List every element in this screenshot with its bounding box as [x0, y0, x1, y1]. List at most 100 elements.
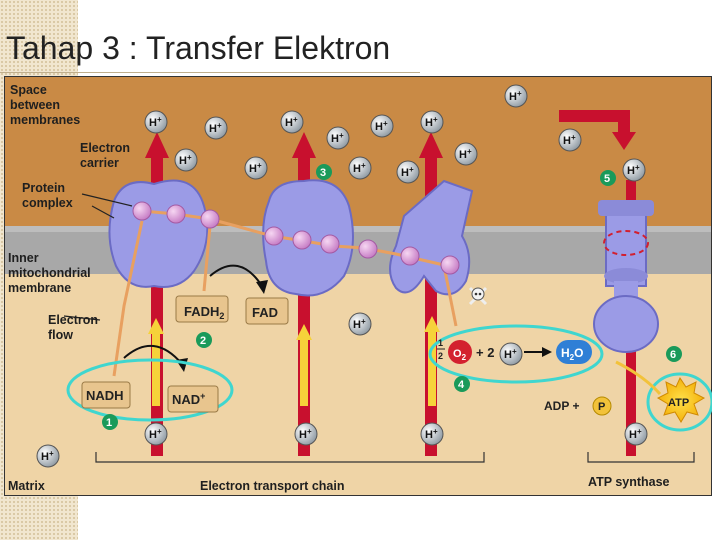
- atp-highlight-oval: [646, 372, 712, 432]
- h-ion: H+: [396, 160, 420, 184]
- svg-text:5: 5: [604, 173, 610, 185]
- label-atp-synthase: ATP synthase: [588, 475, 670, 489]
- step-badge-3: 3: [316, 164, 332, 180]
- adp-phosphate: ADP + P: [544, 396, 612, 416]
- svg-text:H+: H+: [285, 115, 298, 129]
- nadh-highlight-oval: [66, 358, 234, 422]
- svg-text:H+: H+: [209, 121, 222, 135]
- svg-text:H+: H+: [179, 153, 192, 167]
- h-ion: H+: [36, 444, 60, 468]
- electron-flow-line-o2: [442, 265, 458, 327]
- hydrogen-ions: H+ H+ H+ H+ H+ H+ H+ H+ H+ H+ H+ H+ H+ H…: [36, 84, 648, 468]
- svg-text:FAD: FAD: [252, 305, 278, 320]
- atp-synthase-bracket: [587, 452, 695, 463]
- svg-text:H+: H+: [249, 161, 262, 175]
- h-ion: H+: [558, 128, 582, 152]
- h-ion: H+: [624, 422, 648, 446]
- svg-text:H+: H+: [41, 449, 54, 463]
- svg-text:P: P: [598, 401, 605, 413]
- h-ion: H+: [144, 422, 168, 446]
- h-ion: H+: [420, 110, 444, 134]
- electron-flow-line-nadh: [112, 220, 144, 377]
- h-ion: H+: [174, 148, 198, 172]
- svg-text:H+: H+: [425, 427, 438, 441]
- atp-synthase: [593, 200, 659, 353]
- svg-text:6: 6: [670, 349, 676, 361]
- svg-text:1: 1: [106, 417, 112, 429]
- svg-text:H+: H+: [401, 165, 414, 179]
- h-ion: H+: [244, 156, 268, 180]
- title-underline: [0, 72, 420, 73]
- label-electron-transport-chain: Electron transport chain: [200, 479, 344, 493]
- svg-text:H+: H+: [375, 119, 388, 133]
- step-badge-5: 5: [600, 170, 616, 186]
- fadh2-arrowhead: [256, 280, 268, 294]
- svg-text:H2O: H2O: [561, 346, 583, 362]
- fadh2-to-fad-arrow: [209, 264, 263, 287]
- svg-text:H+: H+: [629, 427, 642, 441]
- svg-text:NAD+: NAD+: [172, 391, 205, 407]
- diagram-border: [4, 76, 712, 496]
- h-ion: H+: [499, 342, 523, 366]
- label-electron-carrier: Electron carrier: [80, 141, 134, 170]
- atp-burst: ATP: [656, 376, 706, 423]
- svg-text:2: 2: [438, 351, 443, 361]
- svg-text:1: 1: [438, 338, 443, 348]
- svg-text:H+: H+: [509, 89, 522, 103]
- step-badge-4: 4: [454, 376, 470, 392]
- electron-carriers: [132, 201, 460, 275]
- h-ion: H+: [294, 422, 318, 446]
- h-ion: H+: [280, 110, 304, 134]
- svg-text:H+: H+: [299, 427, 312, 441]
- svg-text:H+: H+: [425, 115, 438, 129]
- svg-text:H+: H+: [504, 347, 517, 361]
- h-ion: H+: [348, 312, 372, 336]
- svg-text:O2: O2: [453, 348, 467, 362]
- svg-text:3: 3: [320, 167, 326, 179]
- nad-tag: NAD+: [167, 385, 219, 413]
- electron-path: [141, 209, 445, 267]
- oxygen-reaction: 1 2 O2 + 2 H2O: [437, 338, 592, 364]
- h-ion: H+: [454, 142, 478, 166]
- svg-text:H+: H+: [627, 163, 640, 177]
- h-ion: H+: [504, 84, 528, 108]
- label-inner-membrane: Inner mitochondrial membrane: [8, 251, 94, 295]
- electron-transport-diagram: FADH2 FAD NADH NAD+ 1 2 O2 + 2 H2O ADP +…: [4, 76, 712, 496]
- h-ion: H+: [622, 158, 646, 182]
- svg-text:ADP +: ADP +: [544, 399, 579, 413]
- svg-text:NADH: NADH: [86, 388, 124, 403]
- protein-complex-1: [108, 179, 209, 288]
- h-ion: H+: [144, 110, 168, 134]
- nadh-to-nad-arrow: [123, 344, 183, 365]
- label-matrix: Matrix: [8, 479, 45, 493]
- svg-text:+ 2: + 2: [476, 345, 494, 360]
- svg-text:H+: H+: [563, 133, 576, 147]
- svg-text:H+: H+: [149, 427, 162, 441]
- fadh2-tag: FADH2: [175, 295, 229, 323]
- h-ion: H+: [204, 116, 228, 140]
- h-ion: H+: [348, 156, 372, 180]
- etc-bracket: [95, 452, 485, 463]
- svg-text:4: 4: [458, 379, 465, 391]
- step-badge-2: 2: [196, 332, 212, 348]
- svg-text:H+: H+: [459, 147, 472, 161]
- skull-crossbones-icon: [468, 286, 488, 306]
- electron-flow-line-fadh2: [202, 225, 212, 292]
- label-protein-complex: Protein complex: [22, 181, 73, 210]
- yellow-flow-arrows: [148, 316, 440, 406]
- h-ion: H+: [420, 422, 444, 446]
- svg-text:ATP: ATP: [668, 397, 689, 409]
- label-space-between-membranes: Space between membranes: [10, 83, 80, 127]
- svg-text:2: 2: [200, 335, 206, 347]
- svg-text:H+: H+: [353, 317, 366, 331]
- fad-tag: FAD: [245, 297, 289, 325]
- o2-highlight-oval: [428, 324, 604, 384]
- label-electron-flow: Electron flow: [48, 313, 102, 342]
- svg-text:FADH2: FADH2: [184, 304, 224, 321]
- step-badges: 1 2 3 4 5 6: [102, 164, 682, 430]
- step-badge-1: 1: [102, 414, 118, 430]
- atp-production-arrow: [615, 360, 662, 395]
- svg-text:H+: H+: [353, 161, 366, 175]
- step-badge-6: 6: [666, 346, 682, 362]
- svg-text:H+: H+: [149, 115, 162, 129]
